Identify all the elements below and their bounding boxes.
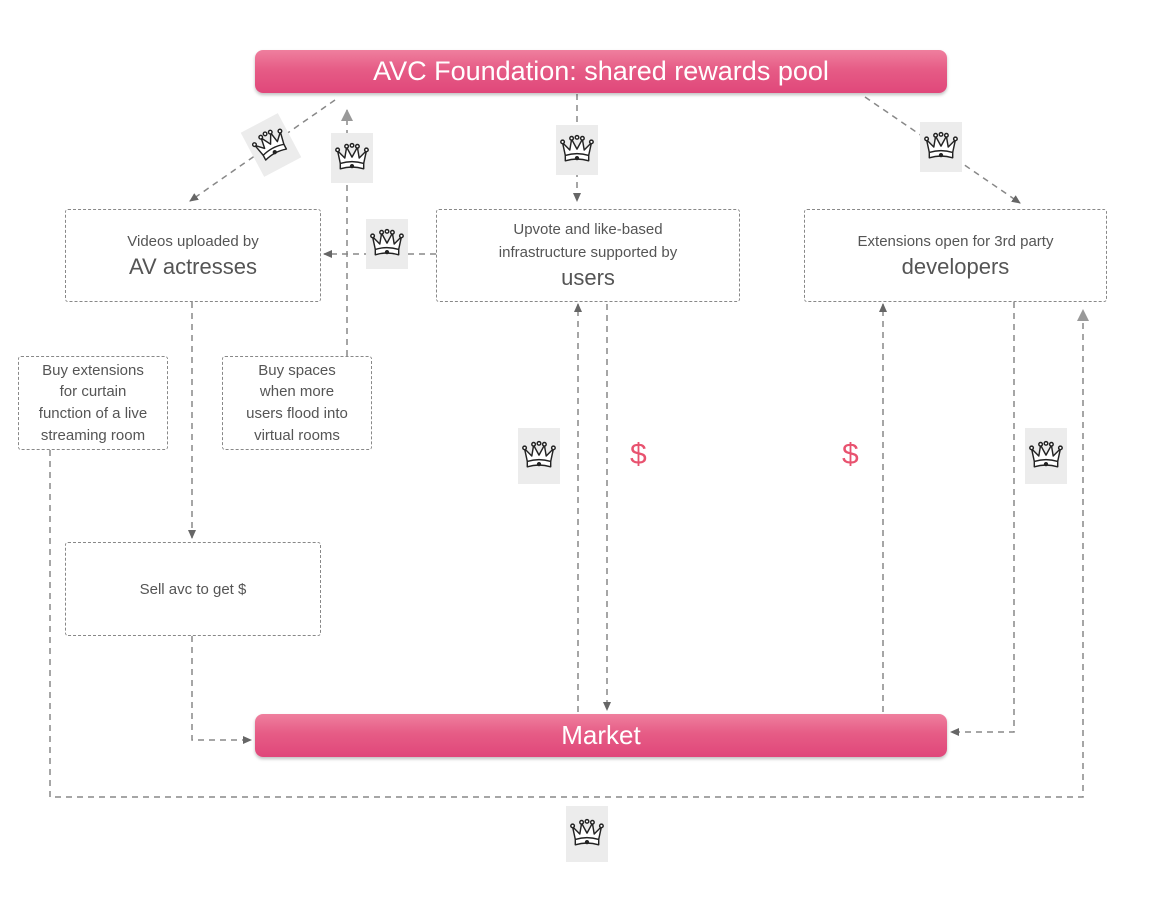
buyspaces-line1: Buy spaces (258, 361, 336, 379)
crown-icon (518, 428, 560, 484)
market-label: Market (561, 720, 641, 750)
videos-uploaded-node: Videos uploaded by AV actresses (65, 209, 321, 302)
extdev-line1: Extensions open for 3rd party (857, 232, 1054, 250)
crown-icon (920, 122, 962, 172)
foundation-pool-node: AVC Foundation: shared rewards pool (255, 50, 947, 93)
dollar-label-right: $ (842, 438, 859, 471)
crown-icon (556, 125, 598, 175)
dollar-label-left: $ (630, 438, 647, 471)
buyext-line3: function of a live (38, 405, 148, 422)
sell-avc-node: Sell avc to get $ (65, 542, 321, 636)
upvote-line3: users (561, 265, 615, 291)
buyspaces-line3: users flood into (246, 405, 348, 422)
upvote-line2: infrastructure supported by (498, 243, 678, 261)
upvote-infrastructure-node: Upvote and like-based infrastructure sup… (436, 209, 740, 302)
edge-sell-to-market (191, 636, 252, 744)
edge-buyext-to-extdev (49, 309, 1089, 798)
extdev-line2: developers (901, 254, 1010, 279)
market-node: Market (255, 714, 947, 757)
crown-icon (1025, 428, 1067, 484)
buy-extensions-node: Buy extensions for curtain function of a… (18, 356, 168, 450)
foundation-label: AVC Foundation: shared rewards pool (373, 56, 829, 86)
crown-icon (366, 219, 408, 269)
videos-line1: Videos uploaded by (127, 232, 259, 250)
sell-label: Sell avc to get $ (139, 580, 247, 598)
buyext-line1: Buy extensions (42, 361, 144, 379)
buyext-line4: streaming room (40, 426, 146, 444)
upvote-line1: Upvote and like-based (513, 221, 663, 239)
videos-line2: AV actresses (129, 254, 257, 279)
buyext-line2: for curtain (59, 383, 127, 401)
edge-extdev-to-market (950, 302, 1015, 736)
extensions-developers-node: Extensions open for 3rd party developers (804, 209, 1107, 302)
crown-icon (331, 133, 373, 183)
buyspaces-line4: virtual rooms (254, 426, 340, 444)
crown-icon (566, 806, 608, 862)
buyspaces-line2: when more (259, 383, 335, 401)
buy-spaces-node: Buy spaces when more users flood into vi… (222, 356, 372, 450)
